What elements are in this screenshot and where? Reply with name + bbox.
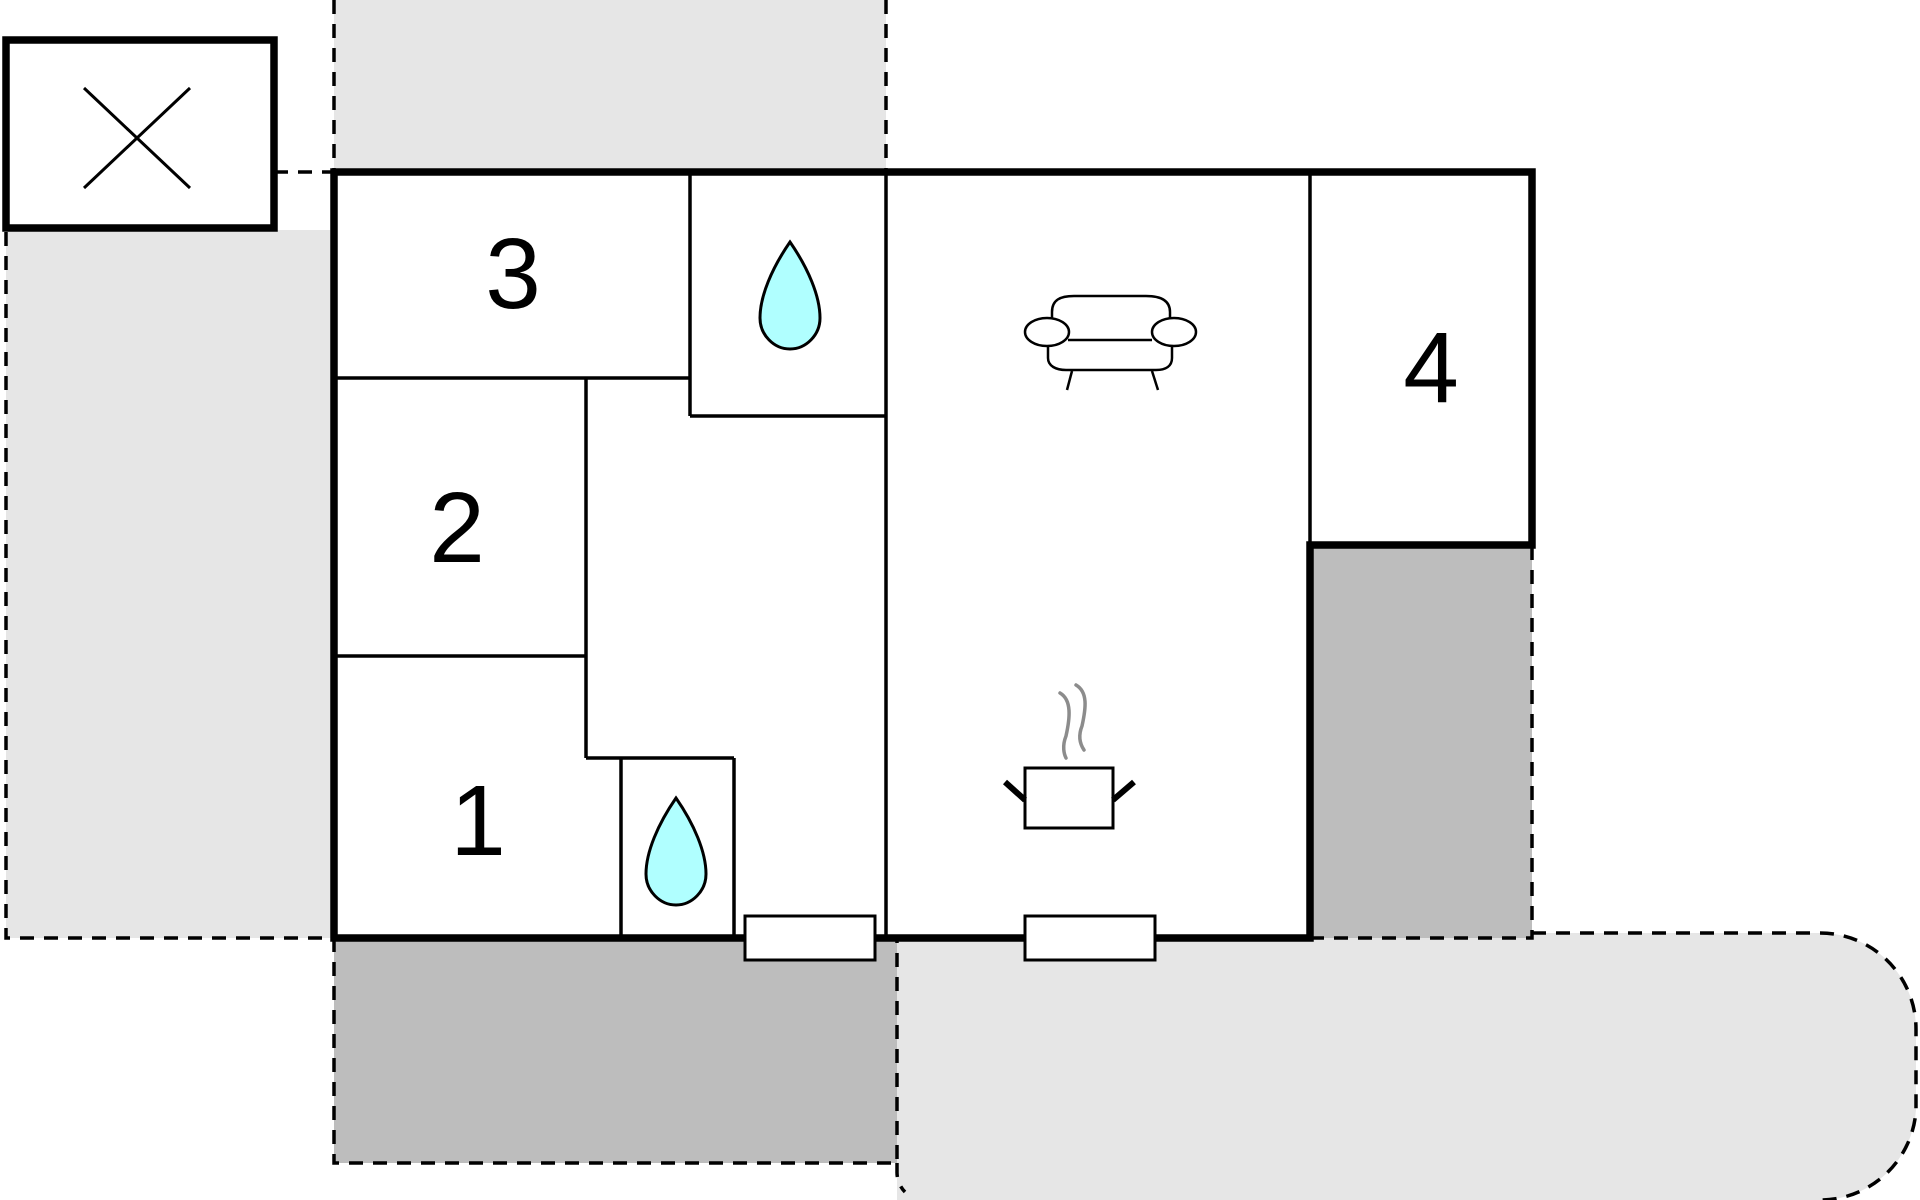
boundary-garden	[895, 931, 1918, 1200]
door-icon	[743, 914, 877, 962]
boundary-bottom-terrace	[332, 938, 899, 1165]
outdoor-areas	[6, 0, 1916, 1200]
covered-terrace-right	[1310, 548, 1532, 938]
door-icon	[1023, 914, 1157, 962]
bathroom-water-icon	[644, 795, 708, 907]
garden-bottom-right	[897, 933, 1916, 1200]
bathroom-water-icon	[758, 239, 822, 351]
room-3-label: 3	[485, 218, 541, 330]
internal-walls	[334, 172, 1312, 938]
room-4-label: 4	[1403, 312, 1459, 424]
outbuilding-cross-icon	[82, 86, 192, 190]
cooking-pot-icon	[1002, 683, 1136, 830]
sofa-icon	[1023, 294, 1198, 391]
exterior-walls	[330, 168, 1536, 942]
boundary-left	[4, 232, 334, 940]
dashed-boundaries	[4, 0, 1918, 1200]
terrace-top	[334, 0, 886, 172]
covered-terrace-bottom	[334, 938, 897, 1163]
room-1-label: 1	[450, 765, 506, 877]
room-2-label: 2	[429, 472, 485, 584]
garden-left	[6, 230, 334, 938]
boundary-right-terrace	[1310, 548, 1534, 940]
house-floor	[334, 172, 1532, 938]
outbuilding	[2, 36, 278, 232]
